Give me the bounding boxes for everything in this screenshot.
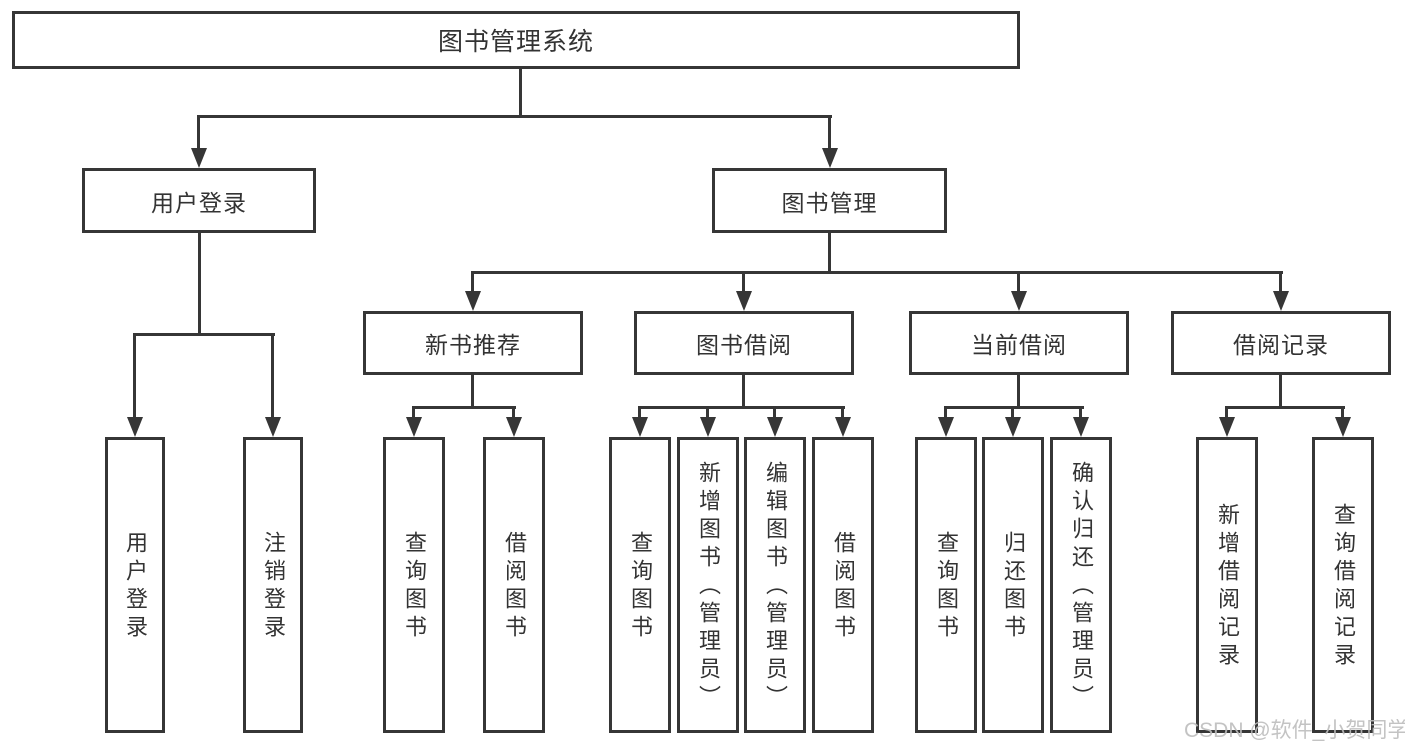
- leaf-query-book-borrow: 查询图书: [609, 437, 671, 733]
- connector-line: [412, 406, 415, 417]
- arrowhead: [1335, 417, 1351, 437]
- node-root: 图书管理系统: [12, 11, 1020, 69]
- leaf-logout: 注销登录: [243, 437, 303, 733]
- connector-line: [471, 271, 1283, 274]
- leaf-user-login: 用户登录: [105, 437, 165, 733]
- connector-line: [519, 69, 522, 117]
- connector-line: [197, 115, 200, 148]
- connector-line: [471, 271, 474, 291]
- connector-line: [1341, 406, 1344, 417]
- leaf-confirm-return-admin: 确认归还（管理员）: [1050, 437, 1112, 733]
- connector-line: [638, 406, 845, 409]
- arrowhead: [1005, 417, 1021, 437]
- connector-line: [271, 333, 274, 417]
- arrowhead: [632, 417, 648, 437]
- node-book-management: 图书管理: [712, 168, 947, 233]
- arrowhead: [938, 417, 954, 437]
- connector-line: [742, 375, 745, 409]
- connector-line: [944, 406, 1084, 409]
- arrowhead: [465, 291, 481, 311]
- connector-line: [773, 406, 776, 417]
- connector-line: [197, 115, 832, 118]
- connector-line: [1225, 406, 1345, 409]
- connector-line: [841, 406, 844, 417]
- arrowhead: [265, 417, 281, 437]
- connector-line: [1279, 271, 1282, 291]
- node-current-borrow: 当前借阅: [909, 311, 1129, 375]
- arrowhead: [767, 417, 783, 437]
- arrowhead: [127, 417, 143, 437]
- connector-line: [638, 406, 641, 417]
- connector-line: [133, 333, 136, 417]
- arrowhead: [191, 148, 207, 168]
- leaf-borrow-book-borrow: 借阅图书: [812, 437, 874, 733]
- connector-line: [944, 406, 947, 417]
- leaf-query-book-newrec: 查询图书: [383, 437, 445, 733]
- leaf-add-book-admin: 新增图书（管理员）: [677, 437, 739, 733]
- arrowhead: [1273, 291, 1289, 311]
- connector-line: [1225, 406, 1228, 417]
- connector-line: [133, 333, 275, 336]
- arrowhead: [1073, 417, 1089, 437]
- arrowhead: [822, 148, 838, 168]
- node-book-borrow: 图书借阅: [634, 311, 854, 375]
- connector-line: [828, 233, 831, 273]
- watermark: CSDN @软件_小贺同学: [1184, 719, 1405, 742]
- arrowhead: [700, 417, 716, 437]
- leaf-edit-book-admin: 编辑图书（管理员）: [744, 437, 806, 733]
- connector-line: [471, 375, 474, 409]
- leaf-return-book: 归还图书: [982, 437, 1044, 733]
- connector-line: [742, 271, 745, 291]
- arrowhead: [506, 417, 522, 437]
- connector-line: [1079, 406, 1082, 417]
- arrowhead: [406, 417, 422, 437]
- connector-line: [1011, 406, 1014, 417]
- arrowhead: [1011, 291, 1027, 311]
- arrowhead: [736, 291, 752, 311]
- leaf-add-borrow-record: 新增借阅记录: [1196, 437, 1258, 733]
- connector-line: [828, 115, 831, 148]
- connector-line: [1279, 375, 1282, 409]
- arrowhead: [835, 417, 851, 437]
- leaf-query-book-current: 查询图书: [915, 437, 977, 733]
- connector-line: [198, 233, 201, 335]
- connector-line: [1017, 375, 1020, 409]
- node-new-book-recommend: 新书推荐: [363, 311, 583, 375]
- leaf-query-borrow-record: 查询借阅记录: [1312, 437, 1374, 733]
- connector-line: [706, 406, 709, 417]
- connector-line: [412, 406, 516, 409]
- connector-line: [1017, 271, 1020, 291]
- node-user-login: 用户登录: [82, 168, 316, 233]
- leaf-borrow-book-newrec: 借阅图书: [483, 437, 545, 733]
- connector-line: [512, 406, 515, 417]
- node-borrow-records: 借阅记录: [1171, 311, 1391, 375]
- arrowhead: [1219, 417, 1235, 437]
